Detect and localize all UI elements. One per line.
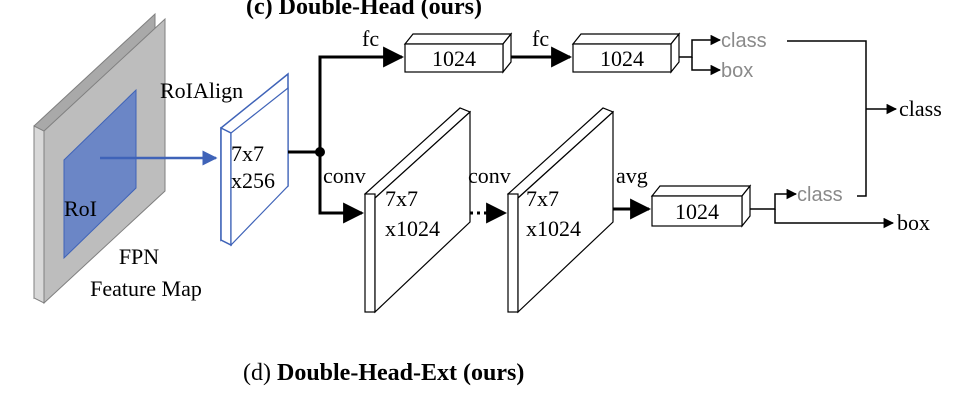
roialign-dims-line2: x256 [231, 168, 275, 193]
avg-box: 1024 [650, 184, 752, 228]
fc-box-arrow [691, 57, 722, 76]
fc-output-class: class [721, 30, 767, 52]
fc2-box: 1024 [571, 32, 681, 74]
roialign-label: RoIAlign [160, 78, 243, 103]
conv1-label: conv [323, 163, 366, 188]
roi-label: RoI [64, 196, 97, 221]
avg-box-value: 1024 [675, 199, 719, 224]
conv-block-1: 7x7 x1024 [363, 107, 472, 314]
conv-block-2-line1: 7x7 [526, 186, 559, 211]
roi-region [63, 88, 137, 260]
fpn-title-line2: Feature Map [90, 276, 202, 301]
conv-block-2-line2: x1024 [526, 216, 581, 241]
fc1-label: fc [362, 26, 379, 51]
conv-class-arrow [750, 188, 798, 210]
fc2-label: fc [532, 26, 549, 51]
fc2-box-value: 1024 [600, 46, 644, 71]
fc1-box-value: 1024 [432, 46, 476, 71]
to-conv1-arrow [318, 152, 365, 224]
conv-block-1-line2: x1024 [385, 216, 440, 241]
final-box: box [897, 210, 930, 235]
roialign-block: RoIAlign 7x7 x256 [160, 72, 289, 247]
fpn-title-line1: FPN [119, 244, 159, 269]
to-final-box-arrow [774, 209, 895, 229]
top-caption-partial: (c) Double-Head (ours) [246, 0, 482, 20]
caption-bold: Double-Head-Ext (ours) [277, 360, 524, 386]
fc1-box: 1024 [403, 32, 513, 74]
to-fc1-arrow [318, 46, 405, 152]
figure-caption: (d) Double-Head-Ext (ours) [243, 360, 524, 386]
conv2-label: conv [468, 163, 511, 188]
fc-class-arrow [679, 34, 722, 58]
fc-output-box: box [721, 60, 753, 82]
conv-block-2: 7x7 x1024 [506, 107, 615, 314]
avg-label: avg [616, 163, 648, 188]
merge-bracket [787, 40, 867, 197]
final-class: class [899, 96, 942, 121]
conv-output-class: class [797, 184, 843, 206]
conv-block-1-line1: 7x7 [385, 186, 418, 211]
fpn-feature-map: RoI FPN Feature Map [33, 12, 202, 305]
roialign-dims-line1: 7x7 [231, 141, 264, 166]
caption-prefix: (d) [243, 360, 277, 386]
